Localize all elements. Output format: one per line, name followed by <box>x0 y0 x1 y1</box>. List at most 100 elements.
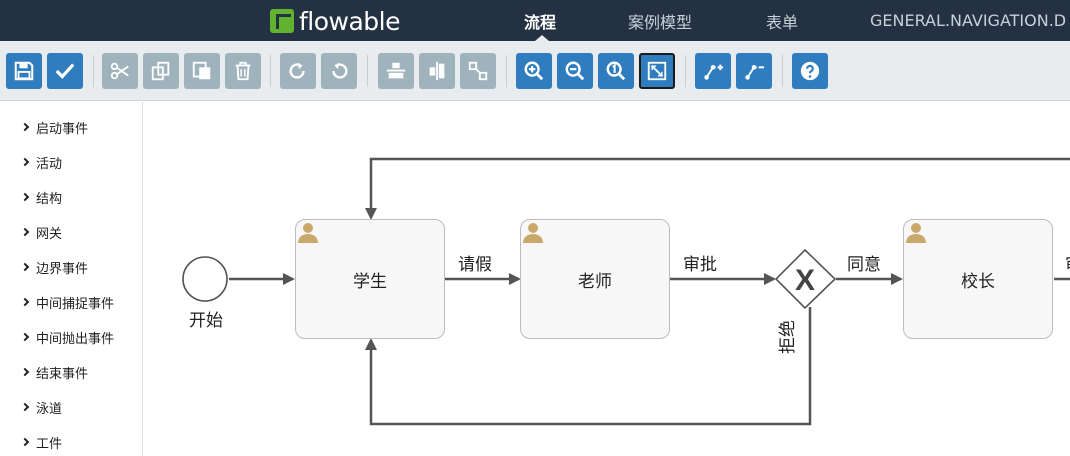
nav-item-forms[interactable]: 表单 <box>766 12 799 32</box>
save-button[interactable] <box>6 53 42 89</box>
palette-group-structural[interactable]: 结构 <box>20 187 63 207</box>
chevron-right-icon <box>20 367 30 377</box>
palette-group-catching-events[interactable]: 中间捕捉事件 <box>20 292 115 312</box>
sequence-flow-loop-top[interactable] <box>365 157 1070 220</box>
same-size-button[interactable] <box>460 53 496 89</box>
shape-palette: 启动事件 活动 结构 网关 边界事件 中间捕捉事件 中间抛出事件 结束事件 泳道… <box>0 102 143 456</box>
user-icon <box>906 223 926 243</box>
zoom-actual-icon <box>606 61 626 81</box>
editor-toolbar <box>0 41 1070 101</box>
palette-group-start-events[interactable]: 启动事件 <box>20 117 89 137</box>
palette-group-end-events[interactable]: 结束事件 <box>20 362 89 382</box>
exclusive-gateway[interactable] <box>774 248 837 310</box>
flowable-logo[interactable]: flowable <box>270 6 401 36</box>
palette-group-activities[interactable]: 活动 <box>20 152 63 172</box>
flow-label-next: 审 <box>1065 250 1070 275</box>
zoom-in-button[interactable] <box>516 53 552 89</box>
remove-bendpoint-button[interactable] <box>736 53 772 89</box>
flow-label-approve: 审批 <box>683 255 717 275</box>
zoom-out-icon <box>565 61 585 81</box>
check-icon <box>55 63 75 79</box>
chevron-right-icon <box>20 437 30 447</box>
chevron-right-icon <box>20 122 30 132</box>
palette-group-label: 工件 <box>36 436 63 452</box>
user-task-teacher[interactable]: 老师 <box>520 219 670 339</box>
diagram-connections: X <box>182 157 1070 426</box>
cut-icon <box>110 62 129 80</box>
paste-icon <box>192 61 211 80</box>
redo-icon <box>289 62 305 79</box>
copy-button[interactable] <box>143 53 179 89</box>
sequence-flow-reject[interactable] <box>365 307 812 426</box>
chevron-right-icon <box>20 402 30 412</box>
diagram-canvas[interactable]: X 开始 学生 老师 校长 请假 审批 同意 审 拒绝 <box>143 102 1070 456</box>
nav-item-general[interactable]: GENERAL.NAVIGATION.D <box>870 11 1067 30</box>
undo-icon <box>332 62 348 79</box>
help-icon <box>800 61 820 81</box>
zoom-fit-icon <box>647 61 667 81</box>
paste-button[interactable] <box>184 53 220 89</box>
active-nav-indicator <box>535 35 549 41</box>
save-icon <box>14 61 34 81</box>
zoom-out-button[interactable] <box>557 53 593 89</box>
toolbar-separator <box>270 55 271 87</box>
palette-group-label: 泳道 <box>36 401 63 417</box>
add-bendpoint-button[interactable] <box>695 53 731 89</box>
align-horizontal-button[interactable] <box>378 53 414 89</box>
chevron-right-icon <box>20 332 30 342</box>
user-task-student[interactable]: 学生 <box>295 219 445 339</box>
trash-icon <box>235 61 251 81</box>
palette-group-label: 启动事件 <box>36 121 89 137</box>
palette-group-artifacts[interactable]: 工件 <box>20 432 63 452</box>
help-button[interactable] <box>792 53 828 89</box>
validate-button[interactable] <box>47 53 83 89</box>
task-label: 学生 <box>353 271 387 292</box>
flow-label-agree: 同意 <box>847 255 881 275</box>
align-vertical-button[interactable] <box>419 53 455 89</box>
redo-button[interactable] <box>280 53 316 89</box>
chevron-right-icon <box>20 227 30 237</box>
toolbar-separator <box>782 55 783 87</box>
palette-group-boundary-events[interactable]: 边界事件 <box>20 257 89 277</box>
user-icon <box>523 223 543 243</box>
palette-group-throwing-events[interactable]: 中间抛出事件 <box>20 327 115 347</box>
palette-group-swimlanes[interactable]: 泳道 <box>20 397 63 417</box>
user-task-principal[interactable]: 校长 <box>903 219 1053 339</box>
toolbar-separator <box>685 55 686 87</box>
nav-item-case-models[interactable]: 案例模型 <box>628 12 693 32</box>
undo-button[interactable] <box>321 53 357 89</box>
zoom-actual-button[interactable] <box>598 53 634 89</box>
add-bendpoint-icon <box>704 64 724 80</box>
user-icon <box>298 223 318 243</box>
task-label: 校长 <box>961 271 995 292</box>
palette-group-label: 结束事件 <box>36 366 89 382</box>
toolbar-separator <box>506 55 507 87</box>
zoom-fit-button[interactable] <box>639 53 675 89</box>
chevron-right-icon <box>20 297 30 307</box>
palette-group-gateways[interactable]: 网关 <box>20 222 63 242</box>
palette-group-label: 中间捕捉事件 <box>36 296 115 312</box>
chevron-right-icon <box>20 157 30 167</box>
cut-button[interactable] <box>102 53 138 89</box>
align-horizontal-icon <box>386 62 406 79</box>
toolbar-separator <box>93 55 94 87</box>
flowable-logo-icon <box>270 9 294 33</box>
task-label: 老师 <box>578 271 612 292</box>
palette-group-label: 活动 <box>36 156 63 172</box>
gateway-symbol: X <box>795 264 815 297</box>
delete-button[interactable] <box>225 53 261 89</box>
copy-icon <box>151 61 170 81</box>
flow-label-reject: 拒绝 <box>778 320 798 354</box>
remove-bendpoint-icon <box>745 65 765 80</box>
flow-label-request: 请假 <box>458 255 492 275</box>
palette-group-label: 边界事件 <box>36 261 89 277</box>
start-event-label: 开始 <box>189 311 223 331</box>
chevron-right-icon <box>20 262 30 272</box>
start-event[interactable] <box>182 256 228 302</box>
palette-group-label: 网关 <box>36 226 63 242</box>
nav-item-processes[interactable]: 流程 <box>524 12 557 32</box>
palette-group-label: 中间抛出事件 <box>36 331 115 347</box>
palette-group-label: 结构 <box>36 191 63 207</box>
same-size-icon <box>468 61 488 81</box>
zoom-in-icon <box>524 61 544 81</box>
